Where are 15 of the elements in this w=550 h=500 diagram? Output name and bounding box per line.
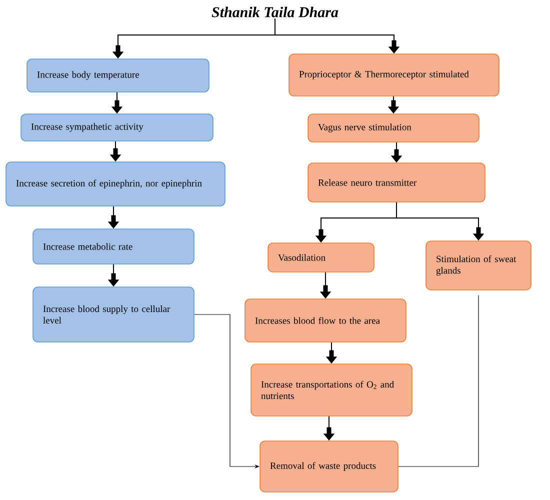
process-box: Increase transportations of O$_{2}$ and nutrients bbox=[250, 364, 412, 416]
process-box: Increase blood supply to cellular level bbox=[32, 286, 194, 342]
process-box: Stimulation of sweat glands bbox=[426, 240, 532, 290]
title: Sthanik Taila Dhara bbox=[212, 6, 338, 18]
process-box: Increase metabolic rate bbox=[32, 228, 194, 264]
process-box: Removal of waste products bbox=[260, 440, 398, 492]
process-box: Vasodilation bbox=[268, 242, 374, 272]
process-box: Increase body temperature bbox=[26, 58, 210, 92]
process-box: Vagus nerve stimulation bbox=[308, 114, 480, 142]
connector-line bbox=[398, 295, 479, 467]
process-box: Release neuro transmitter bbox=[308, 162, 486, 202]
process-box: Increase secretion of epinephrin, nor epinephrin bbox=[6, 162, 226, 206]
process-box: Increases blood flow to the area bbox=[244, 298, 406, 342]
process-box: Increase sympathetic activity bbox=[20, 114, 214, 142]
process-box: Proprioceptor & Thermoreceptor stimulated bbox=[288, 54, 500, 96]
